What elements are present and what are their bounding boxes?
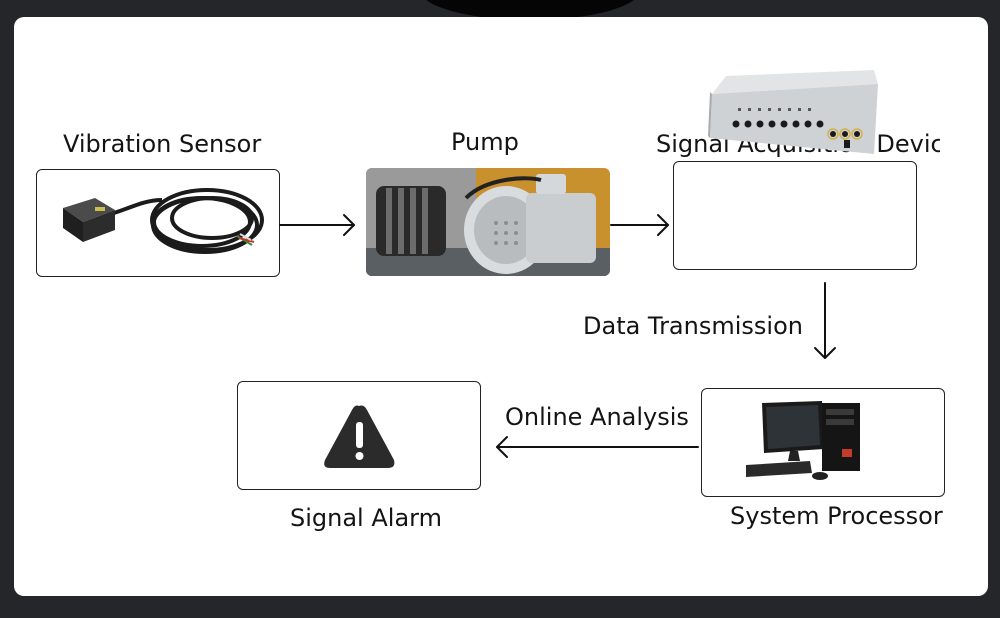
- arrow-sensor-to-pump: [279, 214, 355, 236]
- vibration-sensor-icon: [63, 188, 264, 254]
- pump-node: [366, 168, 610, 276]
- top-shadow: [420, 0, 640, 20]
- pump-label: Pump: [451, 128, 519, 156]
- arrow-device-to-processor: [814, 282, 836, 359]
- data-transmission-label: Data Transmission: [583, 312, 803, 340]
- signal-device-node: [673, 161, 917, 270]
- vibration-sensor-label: Vibration Sensor: [63, 130, 262, 158]
- system-processor-node: [701, 388, 945, 497]
- signal-device-icon: [708, 70, 878, 154]
- arrow-processor-to-alarm: [496, 436, 699, 458]
- arrow-pump-to-device: [610, 214, 669, 236]
- signal-alarm-node: [237, 381, 481, 490]
- system-processor-label: System Processor: [730, 502, 943, 530]
- online-analysis-label: Online Analysis: [505, 403, 689, 431]
- vibration-sensor-node: [36, 169, 280, 277]
- pump-motor-icon: [366, 168, 610, 276]
- signal-alarm-label: Signal Alarm: [290, 504, 442, 532]
- computer-icon: [746, 401, 860, 480]
- warning-icon: [324, 405, 395, 468]
